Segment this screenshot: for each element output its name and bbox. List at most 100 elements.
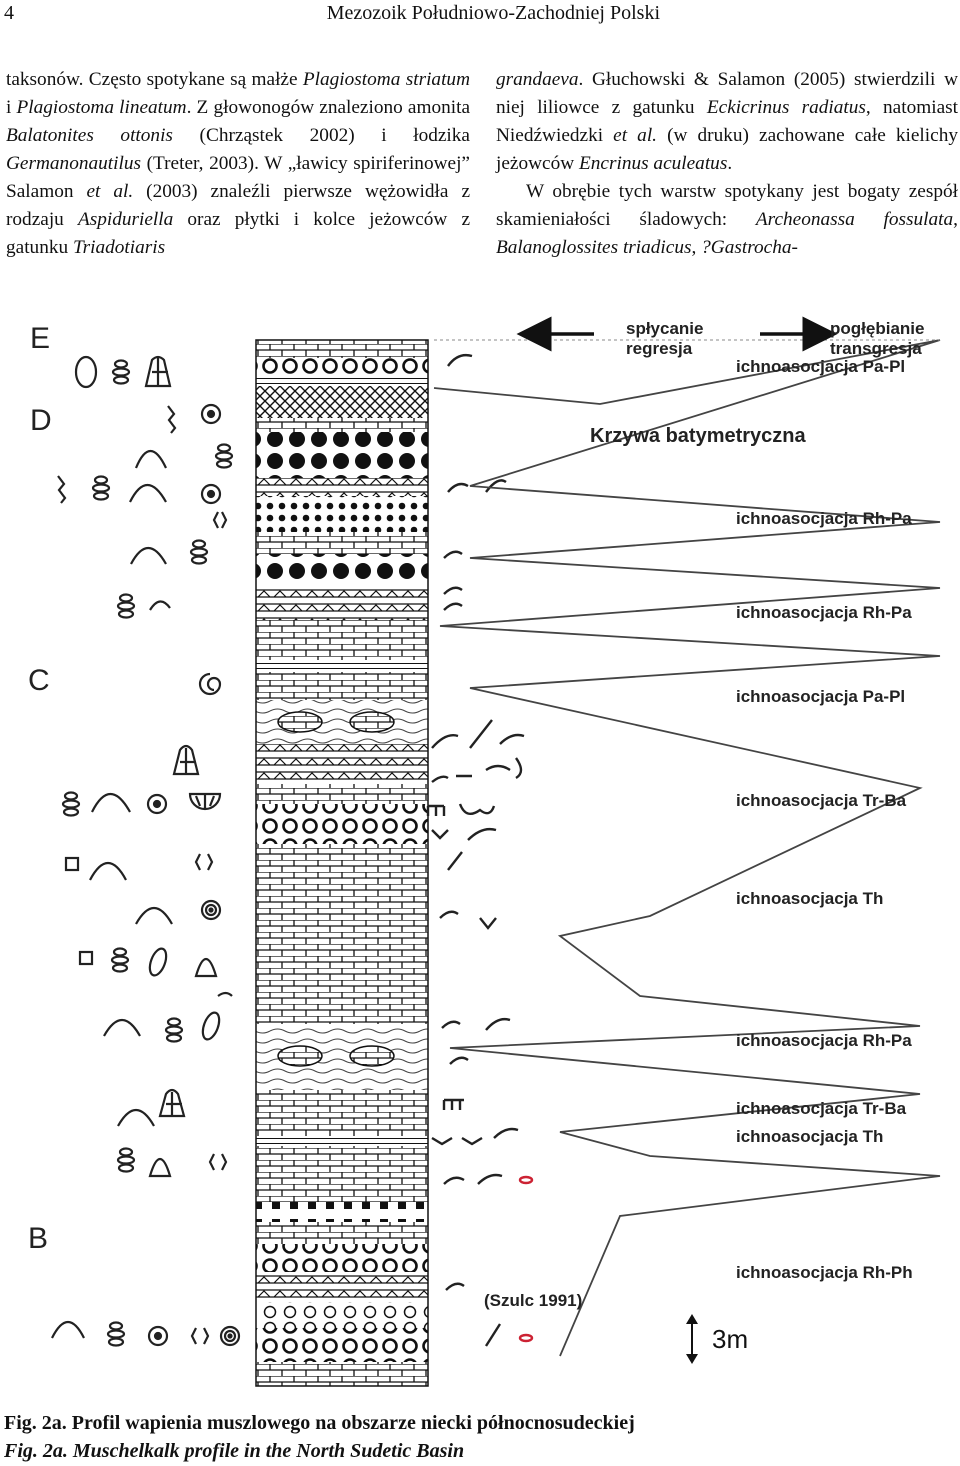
square-icon	[64, 856, 80, 872]
worm-icon	[167, 405, 177, 434]
burrow-icon	[447, 482, 469, 493]
tree-trace-icon	[426, 804, 446, 816]
layer-limestone	[256, 1146, 428, 1202]
ichno-label: ichnoasocjacja Pa-Pl	[736, 357, 905, 376]
red-trace-icon	[518, 1175, 534, 1185]
burrow-icon	[484, 1323, 502, 1347]
layer-limestone	[256, 620, 428, 660]
crinoid-icon	[61, 791, 81, 817]
crinoid-icon	[110, 947, 130, 973]
ophiuroid-icon	[190, 1327, 210, 1345]
layer-ooid	[256, 1302, 428, 1328]
square-icon	[78, 950, 94, 966]
arch-shell-icon	[103, 1018, 141, 1037]
crinoid-icon	[164, 1017, 184, 1043]
curve-title: Krzywa batymetryczna	[590, 425, 807, 447]
arch-shell-icon	[135, 906, 173, 925]
cone-icon	[148, 1157, 172, 1178]
arrow-right-label-1: pogłębianie	[830, 319, 924, 338]
tree-trace-icon	[442, 1098, 464, 1110]
ophiuroid-icon	[208, 1153, 228, 1171]
unit-labels: E D C B	[28, 322, 52, 1255]
text-column-right: grandaeva. Głuchowski & Salamon (2005) s…	[496, 66, 958, 262]
layer-nodular	[256, 584, 428, 620]
nodule	[277, 711, 323, 733]
page-number: 4	[4, 2, 14, 24]
y-trace-icon	[461, 1136, 483, 1146]
spiral-icon	[200, 899, 222, 921]
unit-label-d: D	[30, 404, 52, 437]
layer-limestone	[256, 532, 428, 554]
ichno-labels: ichnoasocjacja Pa-Pl ichnoasocjacja Rh-P…	[736, 357, 913, 1282]
arch-shell-icon	[130, 546, 167, 565]
ichno-label: ichnoasocjacja Rh-Pa	[736, 509, 912, 528]
burrow-icon	[441, 1020, 461, 1029]
layer-nodular	[256, 478, 428, 496]
arch-shell-icon	[149, 600, 171, 611]
layer-marl	[256, 378, 428, 386]
unit-label-b: B	[28, 1222, 48, 1255]
layer-limestone	[256, 340, 428, 358]
layer-oolite	[256, 496, 428, 532]
text-column-left: taksonów. Często spotykane są małże Plag…	[6, 66, 470, 262]
burrow-icon	[467, 827, 497, 841]
layer-dolomite	[256, 386, 428, 418]
burrow-icon	[499, 733, 525, 745]
ichno-label: ichnoasocjacja Th	[736, 1127, 883, 1146]
y-trace-icon	[431, 829, 449, 840]
layer-limestone	[256, 1222, 428, 1244]
burrow-icon	[439, 910, 459, 919]
crinoid-icon	[111, 359, 131, 385]
red-trace-icon	[518, 1333, 534, 1343]
layer-limestone	[256, 418, 428, 432]
unit-label-c: C	[28, 664, 50, 697]
brachiopod-icon	[144, 355, 172, 388]
nodule	[277, 1045, 323, 1067]
unit-label-e: E	[30, 322, 50, 355]
burrow-icon	[456, 764, 511, 778]
arrow-left-label-2: regresja	[626, 339, 693, 358]
layer-conglomerate	[256, 554, 428, 584]
spiral-icon	[219, 1325, 241, 1347]
citation-label: (Szulc 1991)	[484, 1291, 582, 1310]
burrow-icon	[477, 1173, 503, 1185]
ichno-label: ichnoasocjacja Rh-Ph	[736, 1263, 913, 1282]
bivalve-icon	[74, 355, 98, 389]
scale-bar: 3m	[686, 1314, 748, 1364]
layer-conglomerate	[256, 432, 428, 478]
burrow-icon	[515, 757, 523, 780]
ichno-label: ichnoasocjacja Rh-Pa	[736, 1031, 912, 1050]
layer-checker	[256, 1202, 428, 1222]
ichno-label: ichnoasocjacja Tr-Ba	[736, 1099, 907, 1118]
layer-oolite	[256, 1244, 428, 1272]
arch-shell-icon	[91, 793, 131, 813]
burrow-icon	[443, 602, 463, 611]
crinoid-icon	[116, 593, 136, 619]
scale-label: 3m	[712, 1324, 748, 1354]
worm-icon	[57, 475, 67, 504]
arrow-left-label-1: spłycanie	[626, 319, 704, 338]
echinoid-icon	[147, 1325, 169, 1347]
arch-shell-icon	[134, 449, 167, 469]
paragraph-right-1: grandaeva. Głuchowski & Salamon (2005) s…	[496, 69, 958, 174]
trace-fossils	[426, 353, 534, 1347]
layer-limestone	[256, 1106, 428, 1136]
layer-limestone	[256, 1362, 428, 1386]
caption-polish: Fig. 2a. Profil wapienia muszlowego na o…	[4, 1412, 635, 1434]
lithology-column	[255, 339, 429, 1387]
burrow-icon	[493, 1127, 519, 1139]
crinoid-icon	[106, 1321, 126, 1347]
paragraph-right-2: W obrębie tych warstw spotykany jest bog…	[496, 181, 958, 258]
layer-oolite	[256, 1328, 428, 1362]
burrow-icon	[431, 775, 449, 783]
arch-shell-icon	[117, 1108, 155, 1127]
bivalve-icon	[148, 947, 168, 977]
burrow-icon	[443, 550, 463, 559]
paragraph-left: taksonów. Często spotykane są małże Plag…	[6, 69, 471, 258]
worm-icon	[217, 991, 233, 997]
layer-limestone	[256, 844, 428, 1024]
running-title: Mezozoik Południowo-Zachodniej Polski	[326, 2, 660, 24]
burrow-icon	[443, 1176, 465, 1185]
crinoid-icon	[116, 1147, 136, 1173]
arrow-right-label-2: transgresja	[830, 339, 922, 358]
